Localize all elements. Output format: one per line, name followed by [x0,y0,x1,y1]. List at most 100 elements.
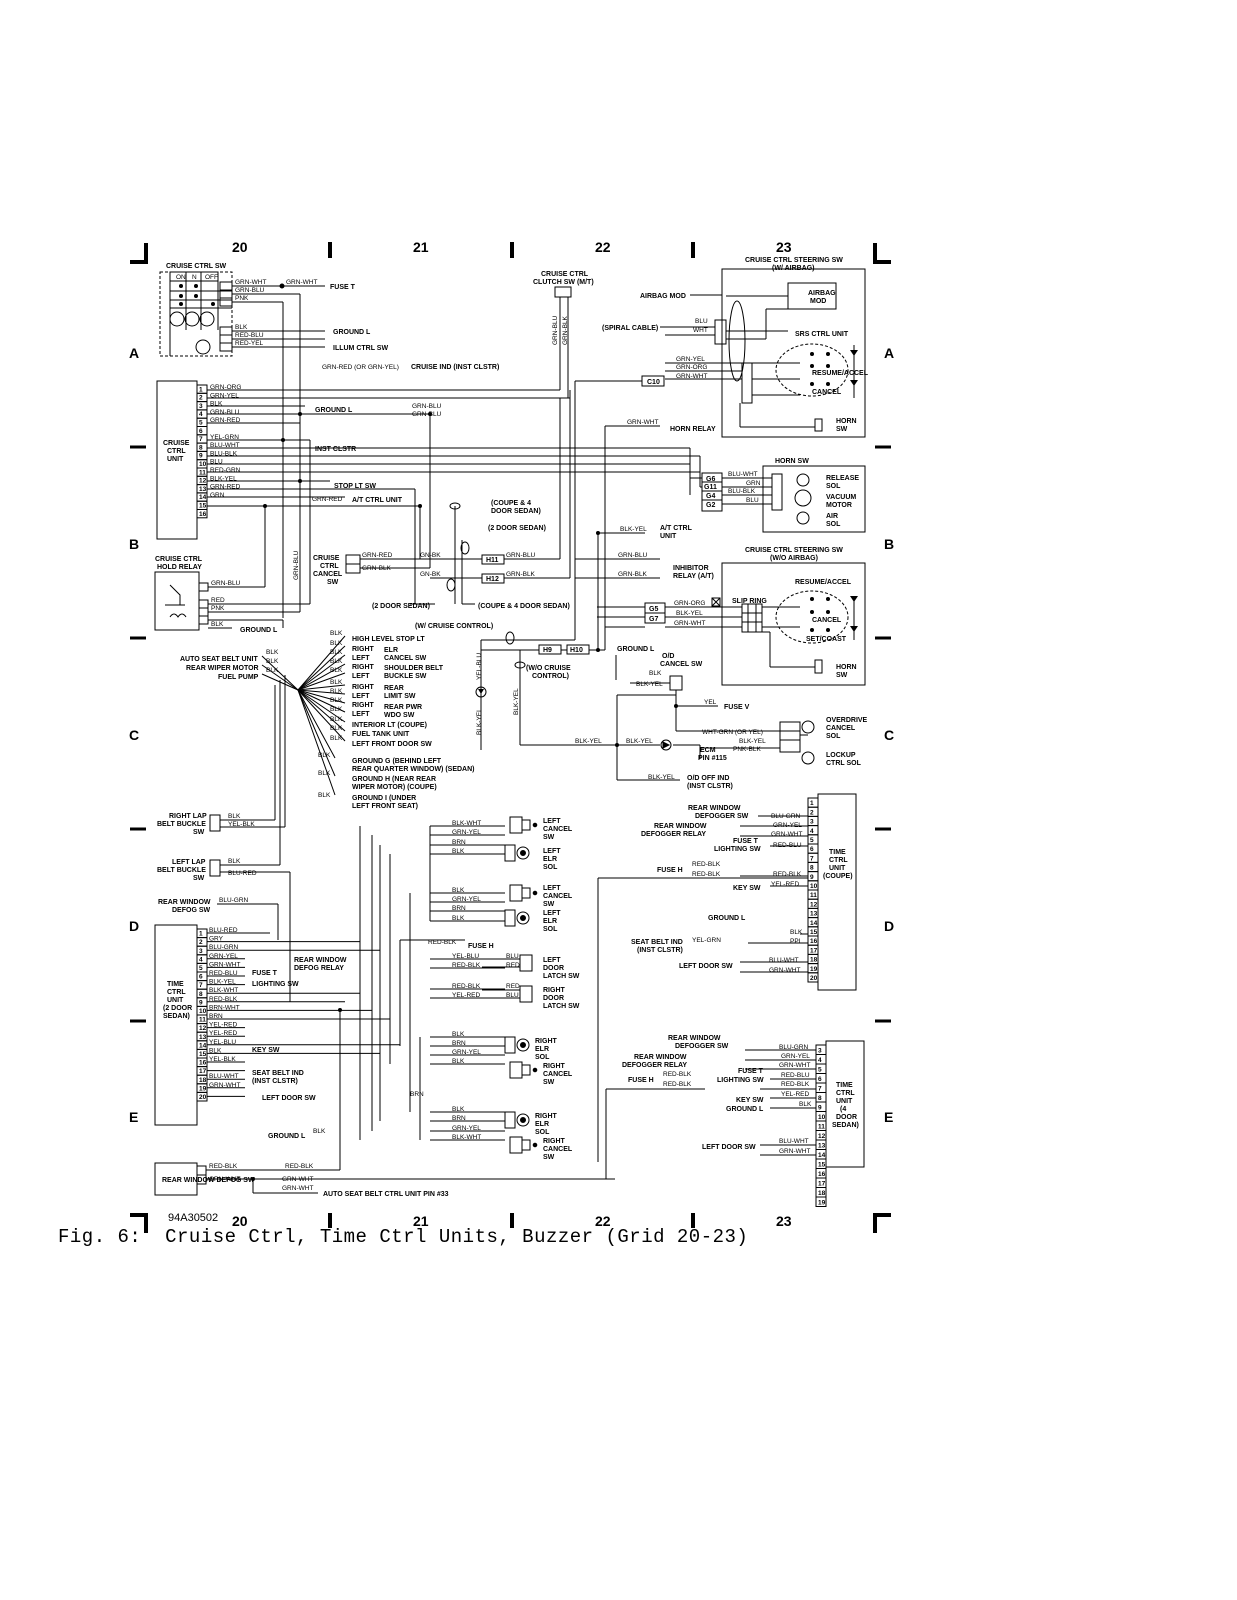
cruise-unit-pin-num-16: 16 [199,511,207,518]
time-4door-pin-num-10: 10 [818,1114,826,1121]
buzzer-red-blk-2: RED-BLK [285,1163,314,1170]
cancel-2-label: CANCEL [812,617,842,624]
cruise-unit-wire-7: YEL-GRN [210,434,239,441]
time-4door-pin-num-4: 4 [818,1057,822,1064]
time-4door-pin-num-11: 11 [818,1124,825,1131]
blu-act: BLU [746,497,759,504]
buzzer-wire-red-blk: RED-BLK [209,1163,238,1170]
inhibitor-relay: GRN-BLU GRN-BLK INHIBITOR RELAY (A/T) [575,552,714,580]
ground-fan-blk-5: BLK [330,679,343,686]
lockup-label-2: CTRL SOL [826,760,862,767]
left-cancel-2-a: LEFT [543,885,561,892]
clutch-sw-label-2: CLUTCH SW (M/T) [533,279,594,286]
ground-fan-blk-x-5: BLK [266,667,279,674]
grn-blu-mid-2: GRN-BLU [412,411,442,418]
rw-defog-relay-2: DEFOG RELAY [294,965,344,972]
time-4door-label-5: DOOR [836,1114,857,1121]
right-elr-1-b: ELR [535,1046,549,1053]
ground-fan-line-4 [297,672,346,691]
at-ctrl-unit-label-1: A/T CTRL UNIT [352,497,403,504]
cruise-unit-pin-num-11: 11 [199,469,206,476]
wire-grn-wht-1: GRN-WHT [235,279,266,286]
cruise-unit-pin-num-5: 5 [199,420,203,427]
ground-fan-line-13 [297,689,336,777]
od-off-label-2: (INST CLSTR) [687,783,733,790]
rwd-sw-1b: DEFOGGER SW [695,813,749,820]
steering-noairbag-label-1: CRUISE CTRL STEERING SW [745,547,843,554]
resume-accel-2-label: RESUME/ACCEL [795,579,852,586]
blk-rlap: BLK [228,813,241,820]
fuse-h-label-1: FUSE H [468,943,494,950]
time-2door-label-1: TIME [167,981,184,988]
wire-red-blu-1: RED-BLU [235,332,264,339]
horn-sw-1-label-2: SW [836,426,848,433]
ground-l-label-1: GROUND L [333,329,371,336]
wo-cruise-label-2: CONTROL) [532,673,569,680]
time-coupe-pin-num-4: 4 [810,828,814,835]
blk-yel-od3: BLK-YEL [626,738,653,745]
grn-org-sw2: GRN-ORG [674,600,705,607]
right-elr-2-c: SOL [535,1129,550,1136]
right-cancel-sw-2-dot [532,1142,538,1148]
cruise-unit-wire-1: GRN-ORG [210,384,241,391]
cruise-ctrl-sw: CRUISE CTRL SW ON N OFF [159,263,233,357]
steering-sw-airbag: CRUISE CTRL STEERING SW (W/ AIRBAG) AIRB… [602,257,869,438]
ground-fan-line-2 [297,654,346,691]
coupe-red-blk-3: RED-BLK [773,871,802,878]
shoulder-2: BUCKLE SW [384,673,427,680]
time-2door-pin-num-20: 20 [199,1094,207,1101]
left-front-door-label: LEFT FRONT DOOR SW [352,741,432,748]
time-2door-wire-8: BLK-WHT [209,987,238,994]
set-coast-1-label: CANCEL [812,389,842,396]
grid-col-top-23: 23 [776,239,792,255]
vacuum-motor-label-2: MOTOR [826,502,852,509]
time-coupe-pin-num-20: 20 [810,975,818,982]
left-cancel-sw-2-box [509,884,523,902]
cruise-unit-pin-num-1: 1 [199,386,203,393]
ground-l-label-7: GROUND L [726,1106,764,1113]
steering-airbag-label-1: CRUISE CTRL STEERING SW [745,257,843,264]
resume-accel-1-label: SRS CTRL UNIT [795,331,849,338]
lighting-sw-label-2: LIGHTING SW [714,846,761,853]
time-4door-labels: REAR WINDOW DEFOGGER SW REAR WINDOW DEFO… [622,1035,812,1155]
rwd-relay-1a: REAR WINDOW [654,823,707,830]
grn-wht-sw1: GRN-WHT [676,373,707,380]
time-coupe-wires [597,815,808,1162]
buzzer-label: REAR WINDOW DEFOG SW [162,1177,255,1184]
c10-label: C10 [647,379,660,386]
figure-caption: Fig. 6: Cruise Ctrl, Time Ctrl Units, Bu… [58,1226,749,1248]
lap-belt-buckles: RIGHT LAP BELT BUCKLE SW BLK YEL-BLK LEF… [157,675,291,1002]
coupe-grn-wht-2: GRN-WHT [769,967,800,974]
yel-fuse-v: YEL [704,699,717,706]
left-door-sw-label-1: LEFT DOOR SW [262,1095,316,1102]
right-cancel-2-a: RIGHT [543,1138,566,1145]
time-2door-pin-num-6: 6 [199,974,203,981]
vacuum-motor-label-1: VACUUM [826,494,856,501]
time-2door-wire-12: YEL-RED [209,1022,237,1029]
right-cancel-sw-2-box [509,1136,523,1154]
left-elr-sol-1-core [520,850,526,856]
blu-blk-act: BLU-BLK [728,488,756,495]
overdrive-label-3: SOL [826,733,841,740]
left-door-latch-2: DOOR [543,965,564,972]
sw-n-label: N [192,274,197,281]
time-2door-wire-5: GRN-WHT [209,961,240,968]
wire-red-yel-1: RED-YEL [235,340,264,347]
left-elr-sol-1-coil [516,846,530,860]
figure-id: 94A30502 [168,1212,219,1224]
elr-wire-label-14: GRN-YEL [452,1049,481,1056]
sedan4-yel-red: YEL-RED [781,1091,809,1098]
cancel-sw-lbl: CANCEL SW [384,655,427,662]
elr-wire-label-18: GRN-YEL [452,1125,481,1132]
sedan4-grn-yel: GRN-YEL [781,1053,810,1060]
wht-srs: WHT [693,327,708,334]
wire-blk-1: BLK [235,324,248,331]
ground-l-label-6: GROUND L [708,915,746,922]
left-cancel-sw-1-box [509,816,523,834]
airbag-mod-label-1: AIRBAG [808,290,836,297]
hold-relay-label-2: HOLD RELAY [157,564,202,571]
grid-col-bottom-23: 23 [776,1213,792,1229]
w-cruise-label: (W/ CRUISE CONTROL) [415,623,493,630]
